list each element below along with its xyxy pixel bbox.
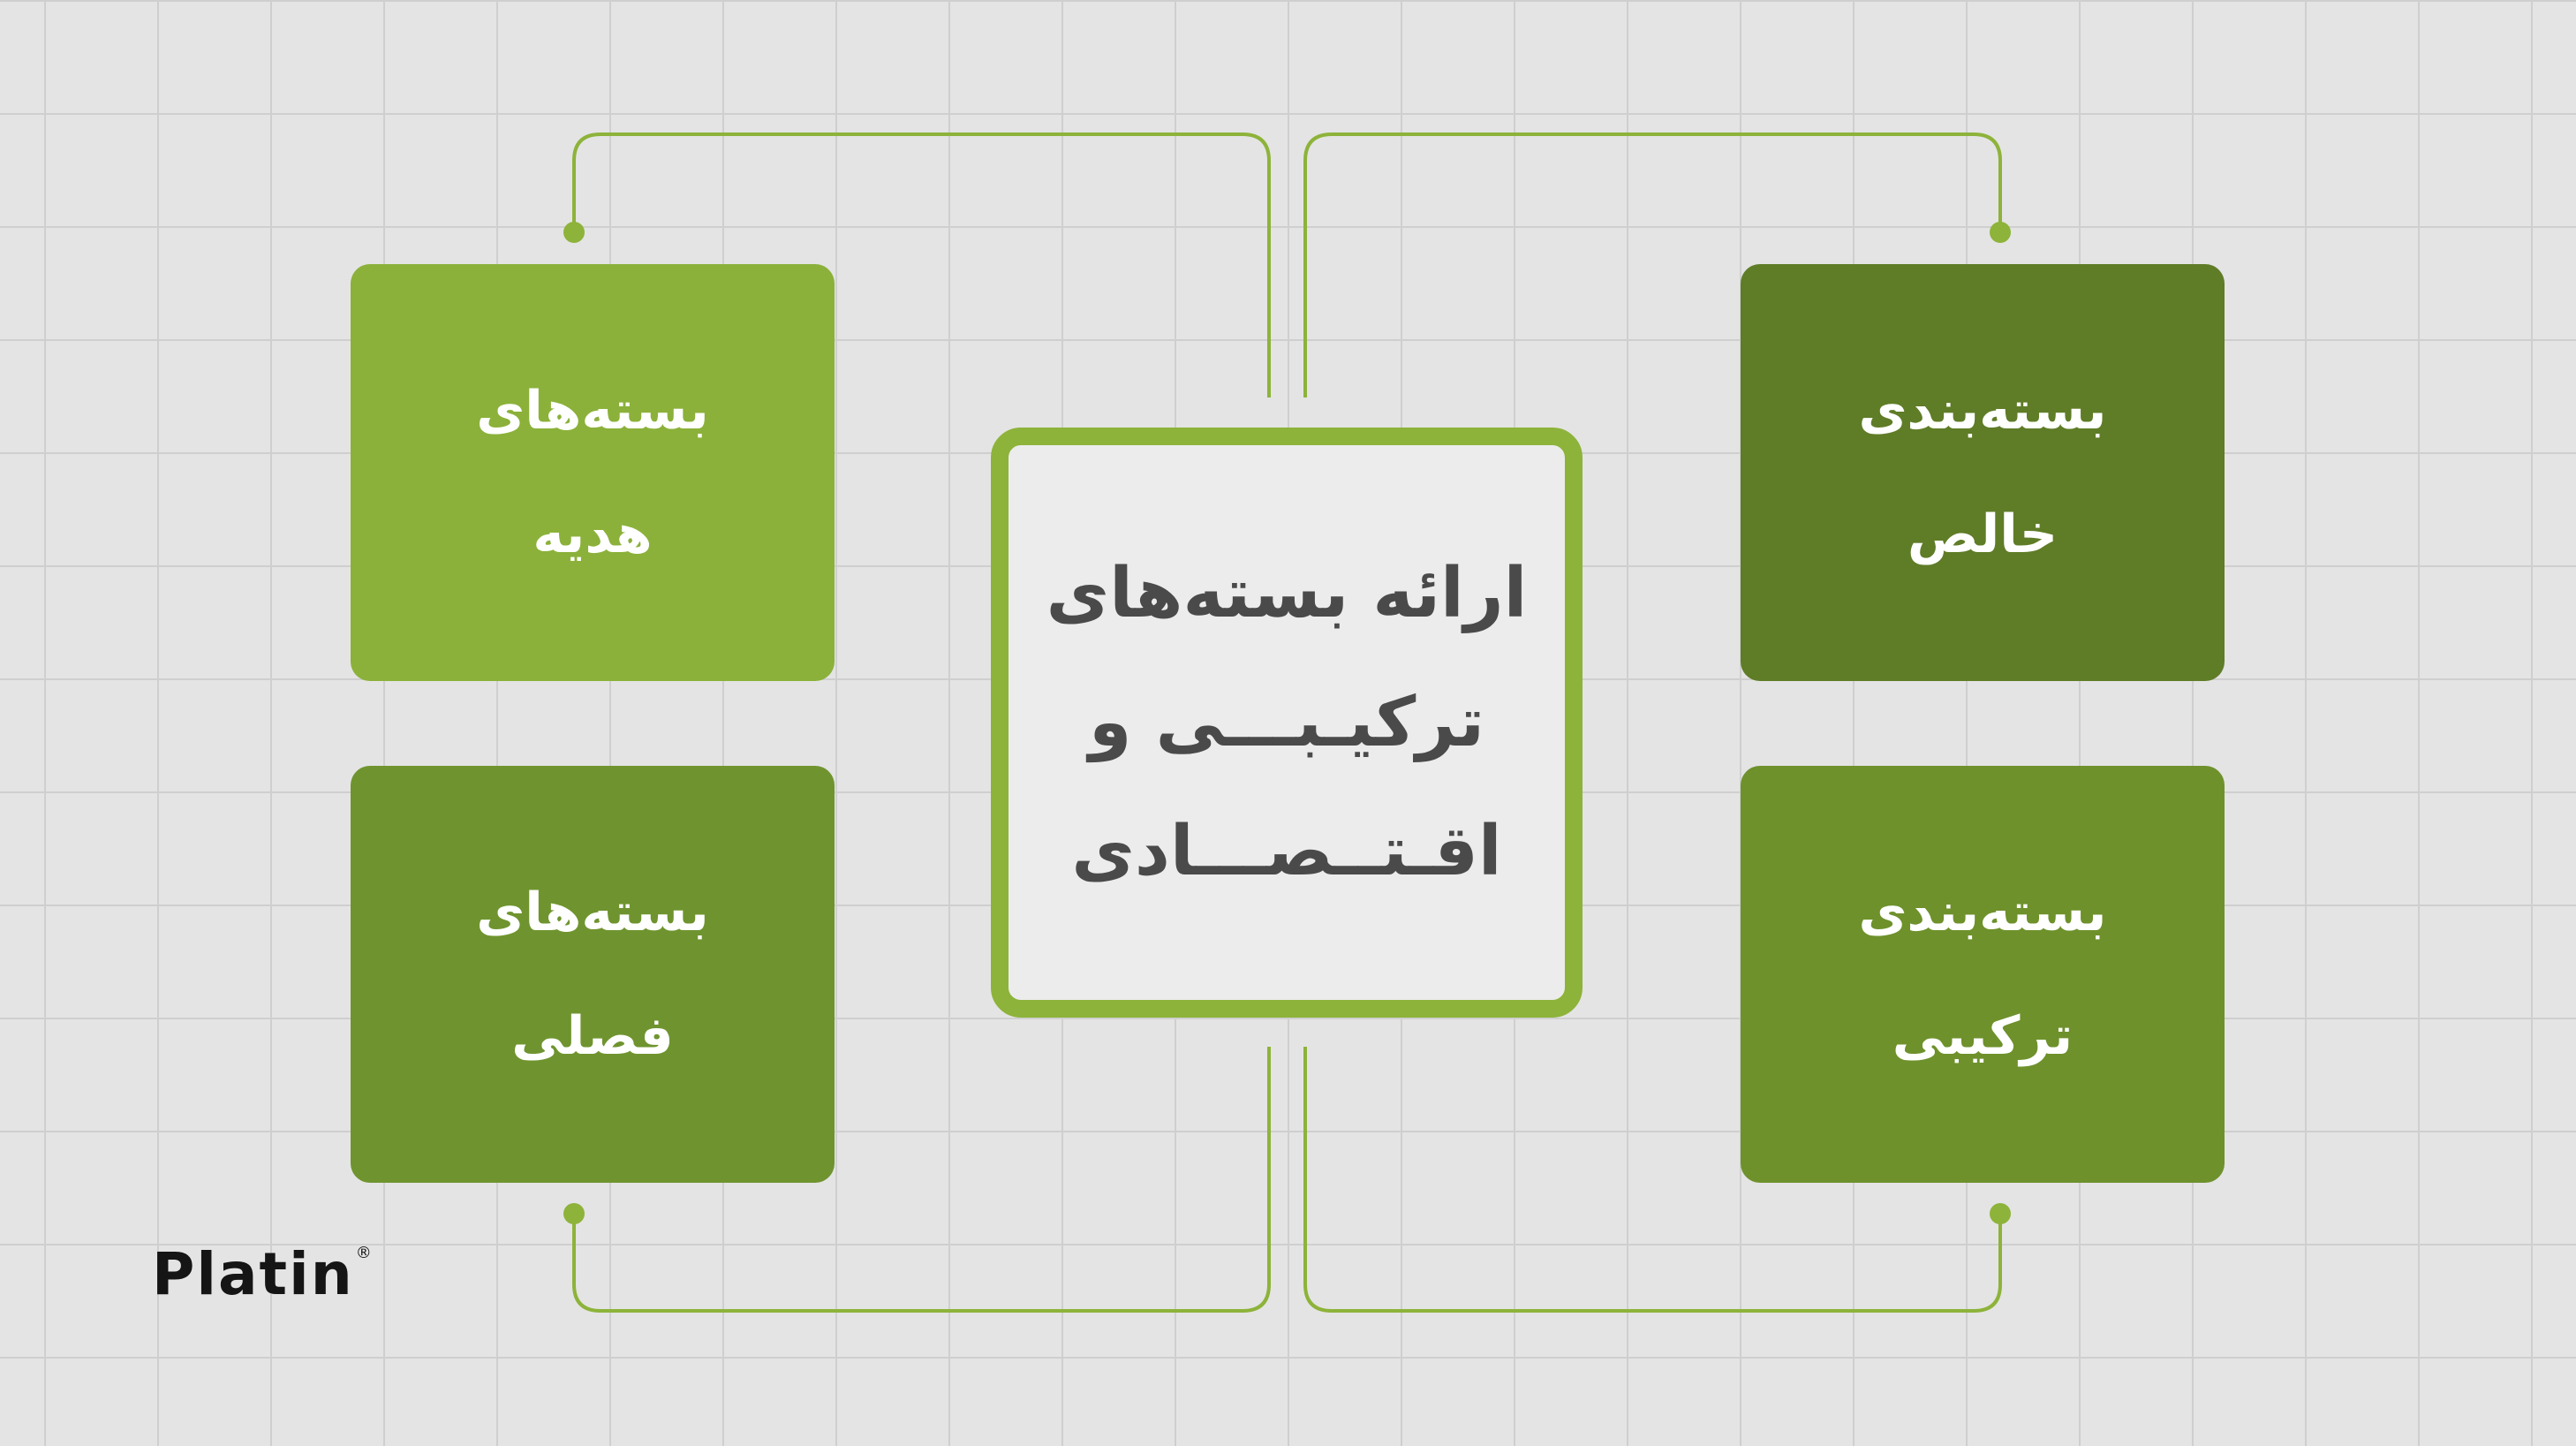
box-pure-line-2: خالص <box>1907 503 2059 565</box>
connector-bottom-right <box>1303 1047 2002 1313</box>
center-title-line-1: ارائه بسته‌های <box>1046 554 1528 633</box>
box-seasonal-line-1: بسته‌های <box>476 882 709 943</box>
logo-text: Platin <box>152 1240 354 1308</box>
box-combined-packaging: بسته‌بندی ترکیبی <box>1741 766 2225 1183</box>
center-title-line-2: ترکیـبـــی و <box>1088 683 1485 762</box>
connector-dot-top-right <box>1990 222 2011 243</box>
connector-dot-top-left <box>563 222 585 243</box>
logo-registered-mark: ® <box>355 1244 374 1262</box>
center-title-line-3: اقـتــصـــادی <box>1071 812 1502 891</box>
box-pure-line-1: بسته‌بندی <box>1858 380 2107 442</box>
box-pure-packaging: بسته‌بندی خالص <box>1741 264 2225 681</box>
connector-top-right <box>1303 132 2002 397</box>
box-gift-packages: بسته‌های هدیه <box>351 264 835 681</box>
connector-top-left <box>572 132 1271 397</box>
platin-logo: Platin ® <box>152 1240 374 1308</box>
box-seasonal-line-2: فصلی <box>511 1005 674 1067</box>
center-title-box: ارائه بسته‌های ترکیـبـــی و اقـتــصـــاد… <box>991 428 1583 1018</box>
connector-bottom-left <box>572 1047 1271 1313</box>
box-gift-line-2: هدیه <box>533 503 653 565</box>
connector-dot-bottom-right <box>1990 1203 2011 1224</box>
box-combined-line-1: بسته‌بندی <box>1858 882 2107 943</box>
box-seasonal-packages: بسته‌های فصلی <box>351 766 835 1183</box>
box-gift-line-1: بسته‌های <box>476 380 709 442</box>
connector-dot-bottom-left <box>563 1203 585 1224</box>
box-combined-line-2: ترکیبی <box>1892 1005 2074 1067</box>
